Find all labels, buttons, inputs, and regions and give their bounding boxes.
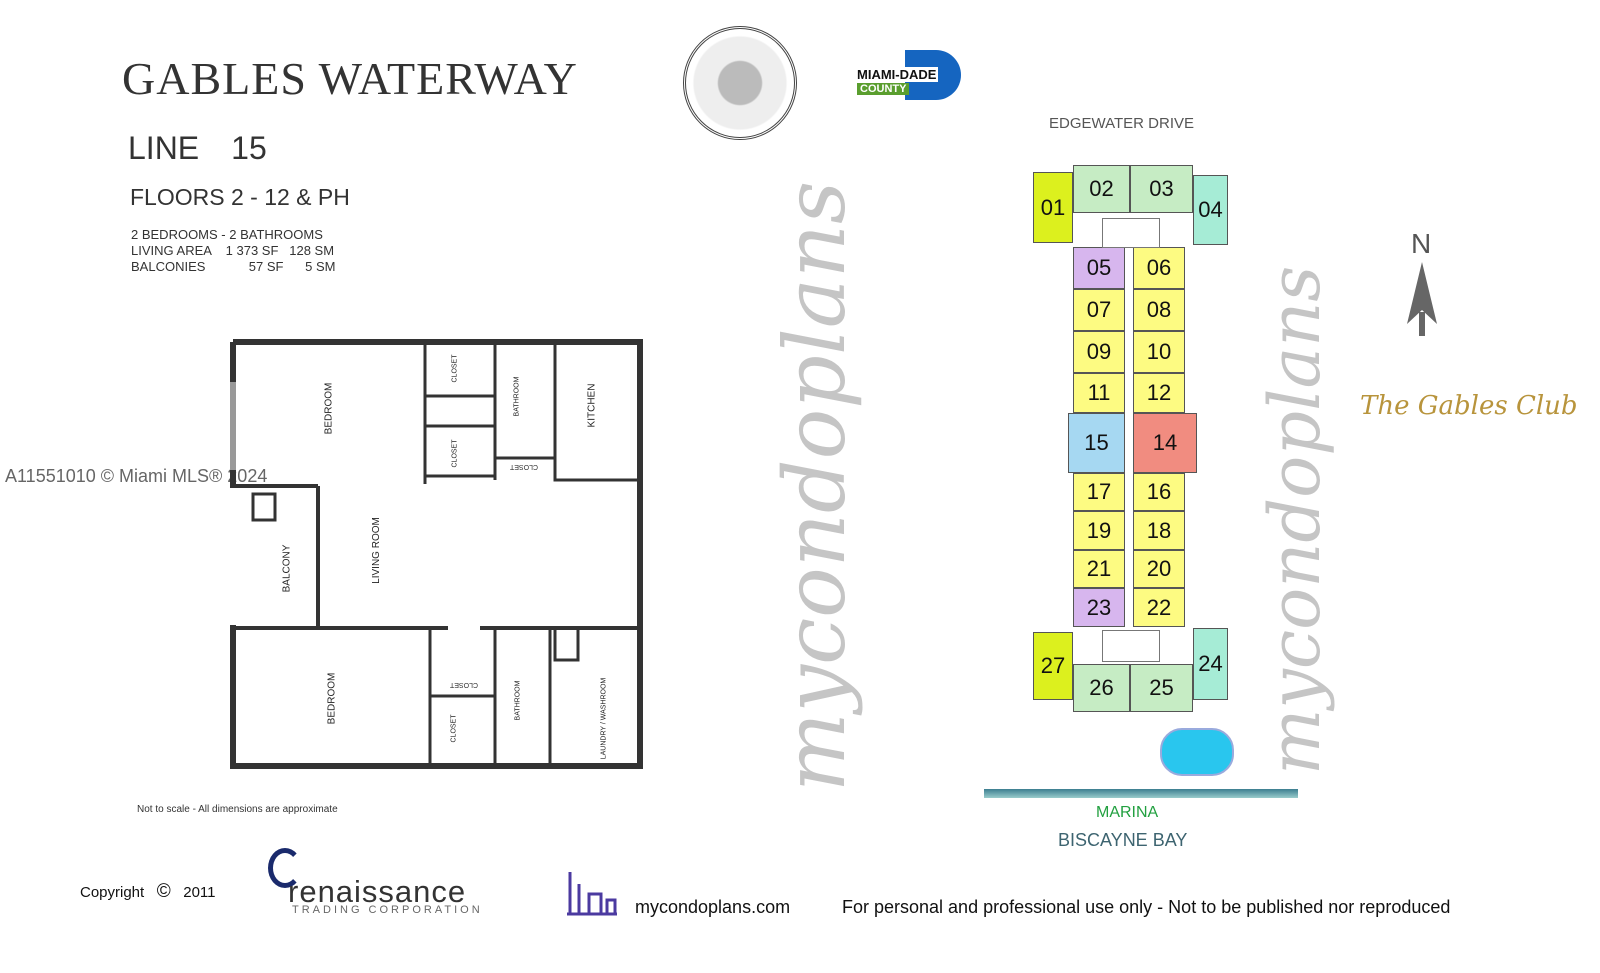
marina-label: MARINA — [1096, 804, 1159, 821]
unit-23: 23 — [1073, 588, 1125, 627]
mycondoplans-watermark: mycondoplans — [766, 180, 864, 792]
room-balcony: BALCONY — [281, 544, 293, 593]
miami-dade-text: MIAMI-DADE — [855, 67, 939, 82]
unit-08: 08 — [1133, 289, 1185, 331]
unit-15: 15 — [1068, 413, 1125, 473]
room-kitchen: KITCHEN — [586, 383, 598, 428]
renaissance-text: renaissance — [288, 874, 467, 909]
unit-07: 07 — [1073, 289, 1125, 331]
copyright-text: Copyright — [80, 884, 145, 901]
unit-18: 18 — [1133, 511, 1185, 550]
room-living: LIVING ROOM — [370, 517, 382, 584]
pool — [1160, 728, 1234, 776]
spec-bedrooms: 2 BEDROOMS - 2 BATHROOMS — [131, 227, 323, 242]
north-arrow-icon — [1407, 262, 1437, 336]
unit-24: 24 — [1193, 628, 1228, 700]
scale-note: Not to scale - All dimensions are approx… — [137, 804, 338, 815]
core-top — [1102, 218, 1160, 248]
unit-09: 09 — [1073, 331, 1125, 373]
room-closet-5: CLOSET — [450, 714, 458, 743]
mycondoplans-watermark-2: mycondoplans — [1254, 265, 1336, 775]
unit-floor-plan — [230, 339, 643, 769]
unit-01: 01 — [1033, 172, 1073, 243]
mycondoplans-link[interactable]: mycondoplans.com — [635, 897, 791, 917]
spec-living-area: LIVING AREA 1 373 SF 128 SM — [131, 243, 335, 258]
bay-label: BISCAYNE BAY — [1058, 830, 1188, 850]
line-label: LINE — [128, 130, 200, 166]
copyright-year: 2011 — [183, 884, 216, 901]
unit-25: 25 — [1130, 664, 1193, 712]
unit-06: 06 — [1133, 247, 1185, 289]
marina-dock — [984, 789, 1298, 798]
north-label: N — [1411, 228, 1432, 259]
room-closet-3: CLOSET — [510, 463, 539, 470]
unit-26: 26 — [1073, 664, 1130, 712]
unit-05: 05 — [1073, 247, 1125, 289]
floors-heading: FLOORS 2 - 12 & PH — [130, 184, 350, 210]
line-number: 15 — [231, 130, 267, 166]
unit-04: 04 — [1193, 175, 1228, 245]
room-bedroom-1: BEDROOM — [323, 382, 335, 435]
disclaimer: For personal and professional use only -… — [842, 897, 1451, 917]
unit-19: 19 — [1073, 511, 1125, 550]
room-bathroom-2: BATHROOM — [514, 680, 522, 721]
room-closet-2: CLOSET — [451, 439, 459, 468]
renaissance-subtext: TRADING CORPORATION — [292, 904, 483, 916]
street-label: EDGEWATER DRIVE — [1049, 115, 1195, 132]
gables-club-logo: The Gables Club — [1360, 391, 1578, 421]
county-text: COUNTY — [857, 83, 910, 95]
copyright-label: Copyright © 2011 — [80, 881, 216, 903]
room-closet-4: CLOSET — [450, 681, 479, 688]
room-closet-1: CLOSET — [451, 354, 459, 383]
unit-20: 20 — [1133, 550, 1185, 588]
room-laundry: LAUNDRY / WASHROOM — [600, 677, 608, 760]
spec-balconies: BALCONIES 57 SF 5 SM — [131, 259, 336, 274]
unit-21: 21 — [1073, 550, 1125, 588]
unit-27: 27 — [1033, 632, 1073, 700]
unit-17: 17 — [1073, 473, 1125, 511]
room-bedroom-2: BEDROOM — [326, 672, 338, 725]
unit-22: 22 — [1133, 588, 1185, 627]
unit-03: 03 — [1130, 165, 1193, 213]
mycondoplans-logo-icon — [567, 872, 617, 916]
unit-10: 10 — [1133, 331, 1185, 373]
room-bathroom-1: BATHROOM — [513, 376, 521, 417]
miami-dade-logo: MIAMI-DADE COUNTY — [855, 50, 961, 100]
unit-11: 11 — [1073, 373, 1125, 413]
core-bottom — [1102, 630, 1160, 662]
unit-12: 12 — [1133, 373, 1185, 413]
unit-02: 02 — [1073, 165, 1130, 213]
mls-watermark: A11551010 © Miami MLS® 2024 — [5, 466, 268, 486]
unit-16: 16 — [1133, 473, 1185, 511]
line-heading: LINE 15 — [128, 130, 267, 167]
page-title: GABLES WATERWAY — [122, 53, 578, 104]
unit-14: 14 — [1133, 413, 1197, 473]
coral-gables-seal-logo — [683, 26, 797, 140]
copyright-symbol: © — [156, 881, 171, 902]
